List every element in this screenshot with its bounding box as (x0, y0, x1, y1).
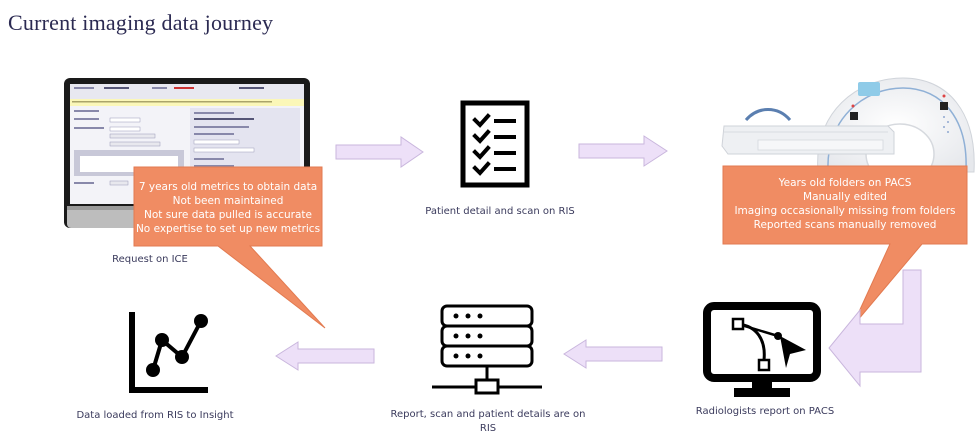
callout-ice: 7 years old metrics to obtain data Not b… (134, 180, 322, 236)
monitor-bezier-icon (703, 302, 821, 397)
callout-pacs-line: Years old folders on PACS (778, 177, 912, 189)
step-label-ice: Request on ICE (112, 254, 188, 265)
arrow-left-icon (275, 341, 375, 371)
callout-ice-line: Not sure data pulled is accurate (143, 209, 313, 221)
arrow-left-icon (563, 339, 663, 369)
callout-pacs-line: Imaging occasionally missing from folder… (734, 205, 956, 217)
step-label-ris-server: Report, scan and patient details are on … (390, 409, 586, 434)
page-title: Current imaging data journey (8, 10, 274, 35)
callout-pacs-line: Reported scans manually removed (753, 219, 937, 231)
arrow-right-icon (335, 136, 424, 168)
step-label-ris-checklist: Patient detail and scan on RIS (425, 206, 575, 217)
callout-ice-line: Not been maintained (172, 195, 284, 207)
callout-pacs-line: Manually edited (803, 191, 887, 203)
checklist-icon (460, 100, 530, 188)
ct-scanner-image (721, 77, 975, 185)
step-label-pacs-report: Radiologists report on PACS (695, 406, 835, 417)
server-network-icon (432, 304, 542, 395)
line-chart-icon (129, 312, 208, 393)
step-label-insight: Data loaded from RIS to Insight (76, 410, 234, 421)
callout-pacs: Years old folders on PACS Manually edite… (723, 176, 967, 232)
callout-ice-line: No expertise to set up new metrics (135, 223, 321, 235)
arrow-right-icon (578, 135, 668, 167)
callout-ice-line: 7 years old metrics to obtain data (138, 181, 318, 193)
